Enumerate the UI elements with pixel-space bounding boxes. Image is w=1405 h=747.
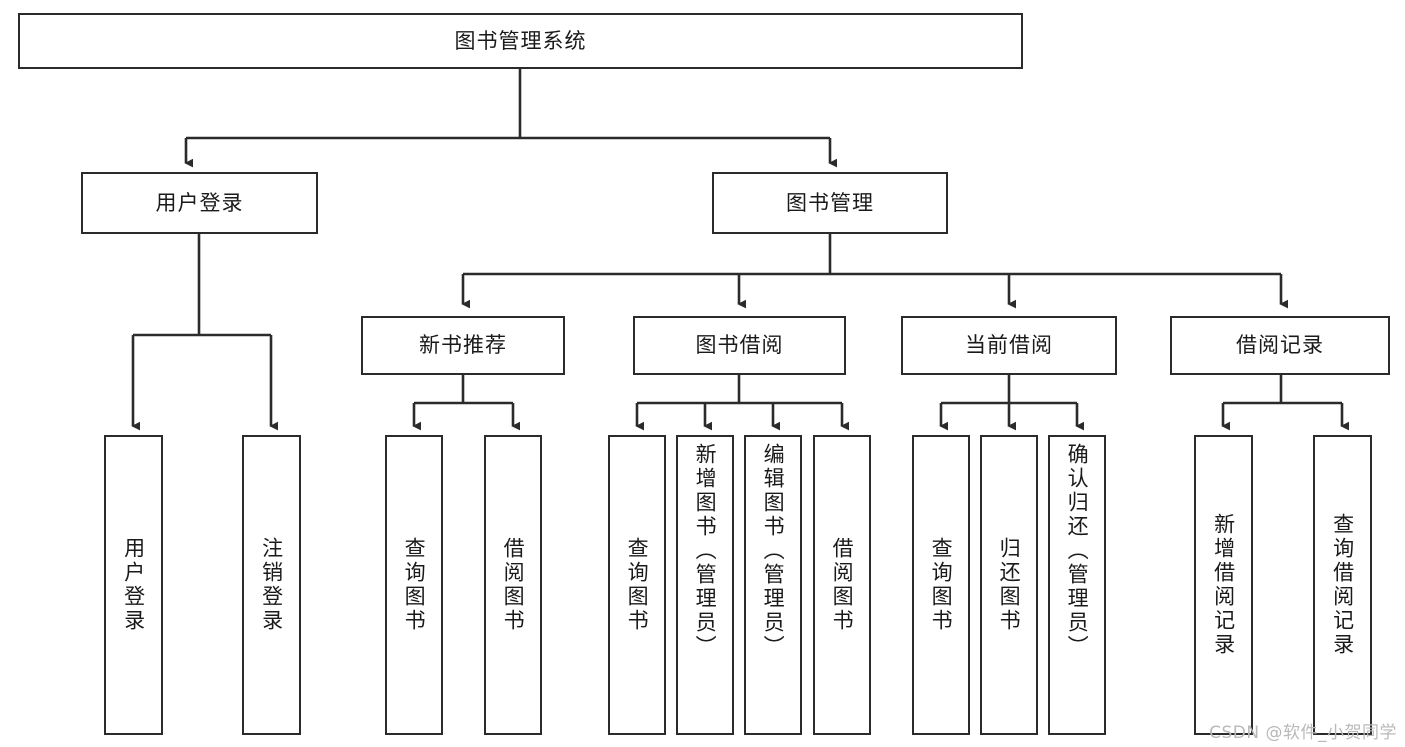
leaf-query-book-recommend[interactable]: 查询图书 (385, 435, 443, 735)
node-borrow-record[interactable]: 借阅记录 (1170, 316, 1390, 375)
leaf-return-book[interactable]: 归还图书 (980, 435, 1038, 735)
node-label: 新增图书（管理员） (693, 443, 718, 659)
node-label: 查询图书 (929, 537, 954, 633)
leaf-query-borrow-record[interactable]: 查询借阅记录 (1313, 435, 1372, 735)
node-label: 编辑图书（管理员） (761, 443, 786, 659)
node-label: 查询图书 (402, 537, 427, 633)
node-label: 借阅图书 (501, 537, 526, 633)
leaf-query-book-current[interactable]: 查询图书 (912, 435, 970, 735)
node-label: 图书管理系统 (454, 28, 587, 53)
node-label: 新增借阅记录 (1211, 513, 1236, 657)
leaf-add-book-admin[interactable]: 新增图书（管理员） (676, 435, 734, 735)
node-book-management-system[interactable]: 图书管理系统 (18, 13, 1023, 69)
node-label: 图书管理 (786, 190, 874, 215)
node-book-management[interactable]: 图书管理 (712, 172, 948, 234)
leaf-edit-book-admin[interactable]: 编辑图书（管理员） (744, 435, 802, 735)
node-book-borrow[interactable]: 图书借阅 (633, 316, 846, 375)
leaf-query-book-borrow[interactable]: 查询图书 (608, 435, 666, 735)
node-label: 借阅图书 (830, 537, 855, 633)
leaf-logout[interactable]: 注销登录 (242, 435, 301, 735)
node-label: 图书借阅 (695, 333, 784, 358)
node-label: 注销登录 (259, 537, 284, 633)
node-label: 借阅记录 (1236, 333, 1324, 358)
node-label: 查询借阅记录 (1330, 513, 1355, 657)
node-user-login[interactable]: 用户登录 (81, 172, 318, 234)
node-new-book-recommend[interactable]: 新书推荐 (361, 316, 565, 375)
node-label: 归还图书 (997, 537, 1022, 633)
node-label: 查询图书 (625, 537, 650, 633)
node-label: 用户登录 (155, 190, 244, 215)
node-current-borrow[interactable]: 当前借阅 (901, 316, 1117, 375)
node-label: 用户登录 (121, 537, 146, 633)
node-label: 新书推荐 (419, 333, 507, 358)
leaf-user-login[interactable]: 用户登录 (104, 435, 163, 735)
leaf-confirm-return-admin[interactable]: 确认归还（管理员） (1048, 435, 1106, 735)
leaf-borrow-book[interactable]: 借阅图书 (813, 435, 871, 735)
leaf-borrow-book-recommend[interactable]: 借阅图书 (484, 435, 542, 735)
node-label: 当前借阅 (965, 333, 1053, 358)
leaf-add-borrow-record[interactable]: 新增借阅记录 (1194, 435, 1253, 735)
node-label: 确认归还（管理员） (1065, 443, 1090, 659)
